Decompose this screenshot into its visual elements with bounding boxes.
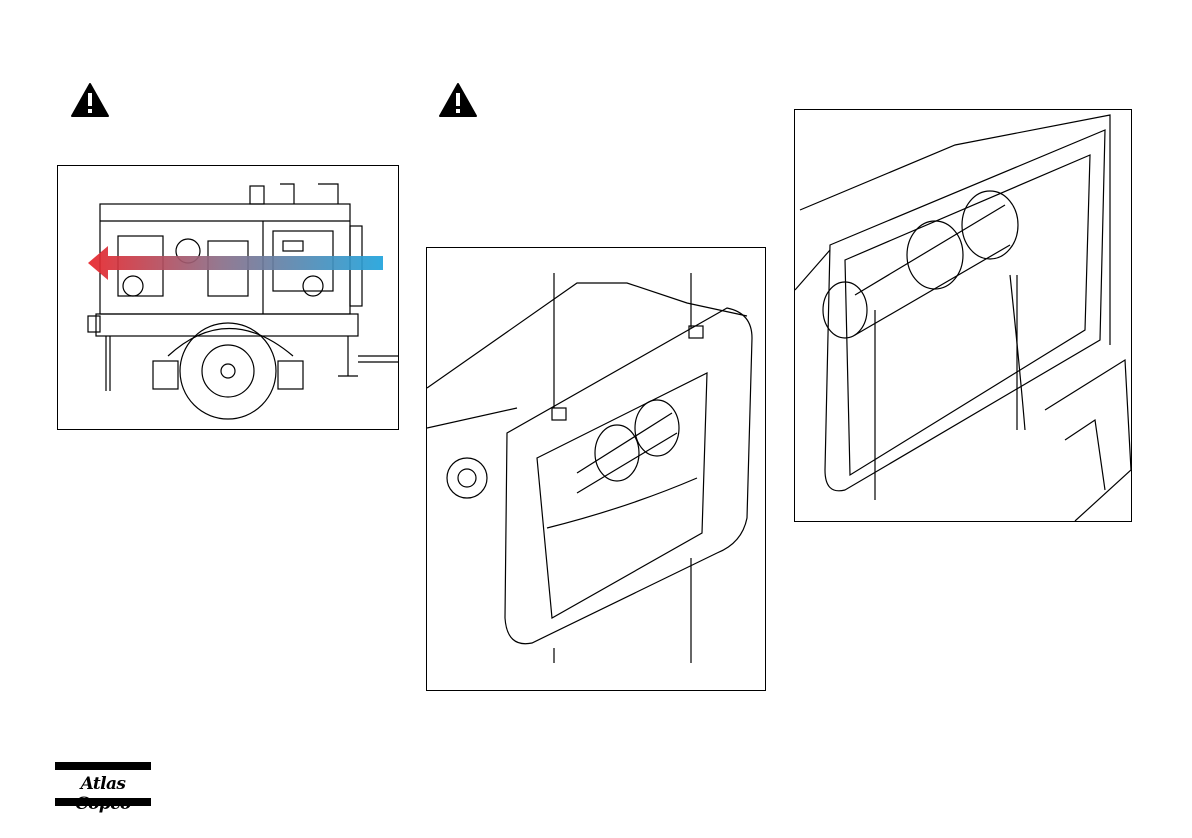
lamp-fixture-frame-figure xyxy=(426,247,766,691)
warning-triangle-icon xyxy=(70,82,110,118)
lamp-open-drawing xyxy=(795,110,1131,521)
generator-airflow-figure xyxy=(57,165,399,430)
atlas-copco-logo: Atlas Copco xyxy=(55,762,151,808)
lamp-fixture-drawing xyxy=(427,248,765,690)
lamp-fixture-open-figure xyxy=(794,109,1132,522)
logo-top-bar xyxy=(55,762,151,770)
warning-triangle-icon xyxy=(438,82,478,118)
logo-bottom-bar xyxy=(55,798,151,806)
logo-wordmark: Atlas Copco xyxy=(55,774,151,814)
generator-drawing xyxy=(58,166,398,429)
